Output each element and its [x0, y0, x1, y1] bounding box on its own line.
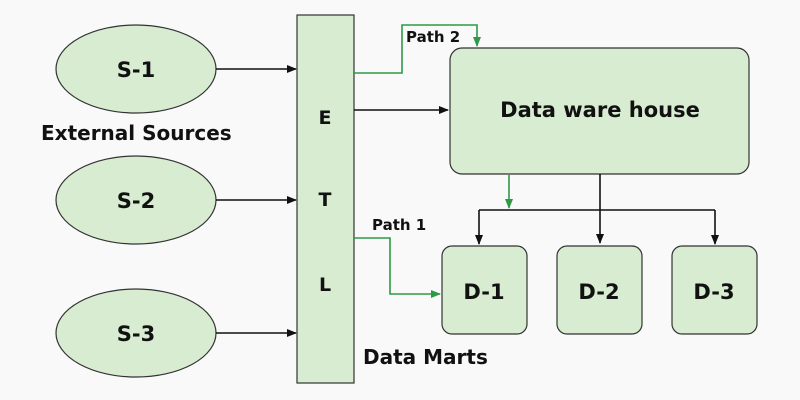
data-mart-node-2: D-2: [556, 245, 643, 335]
path-1-label: Path 1: [372, 216, 426, 234]
data-mart-node-3: D-3: [671, 245, 758, 335]
source-label: S-3: [117, 322, 155, 346]
path-2-arrow: [354, 24, 481, 74]
data-warehouse-label: Data ware house: [500, 98, 700, 122]
source-label: S-2: [117, 189, 155, 213]
source-label: S-1: [117, 58, 155, 82]
etl-bar: E T L: [296, 14, 355, 384]
source-node-1: S-1: [55, 24, 217, 114]
etl-letter-t: T: [319, 189, 332, 211]
data-warehouse-node: Data ware house: [449, 47, 750, 175]
source-node-2: S-2: [55, 155, 217, 245]
etl-letter-l: L: [319, 274, 331, 296]
external-sources-caption: External Sources: [41, 121, 232, 145]
source-node-3: S-3: [55, 288, 217, 378]
data-mart-node-1: D-1: [441, 245, 528, 335]
data-mart-label: D-2: [578, 280, 619, 304]
data-mart-label: D-3: [693, 280, 734, 304]
path-1-arrow: [354, 237, 441, 298]
path-2-label: Path 2: [406, 28, 460, 46]
etl-letter-e: E: [319, 107, 332, 129]
data-marts-caption: Data Marts: [363, 345, 488, 369]
data-mart-label: D-1: [463, 280, 504, 304]
